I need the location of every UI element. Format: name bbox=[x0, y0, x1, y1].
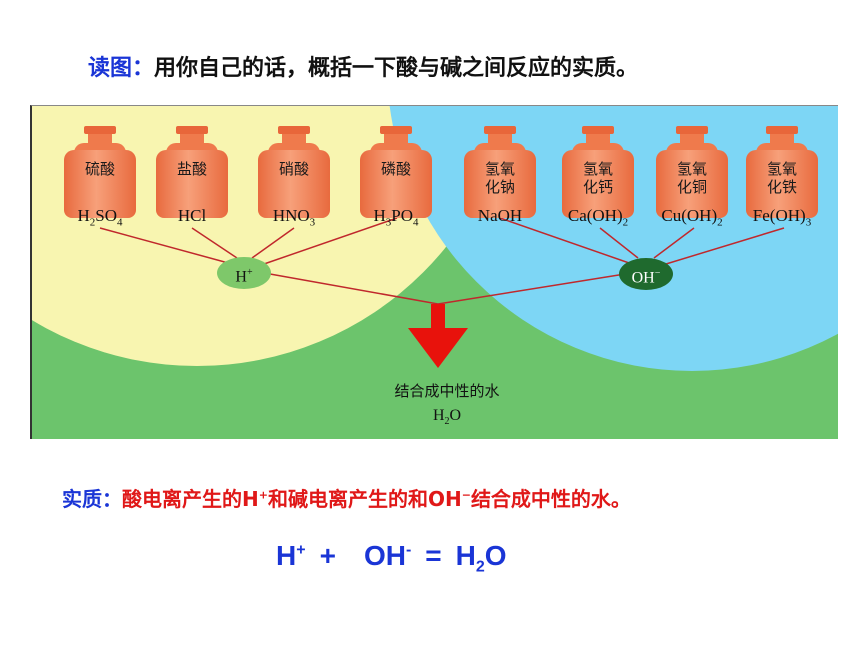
line-caoh2 bbox=[599, 227, 639, 259]
jar-iron-hydroxide: 氢氧化铁 Fe(OH)3 bbox=[744, 126, 820, 228]
jar-copper-hydroxide: 氢氧化铜 Cu(OH)2 bbox=[654, 126, 730, 228]
line-h-to-center bbox=[269, 273, 439, 305]
jar-formula: H2SO4 bbox=[77, 206, 123, 229]
jar-calcium-hydroxide: 氢氧化钙 Ca(OH)2 bbox=[560, 126, 636, 228]
line-oh-to-center bbox=[437, 273, 626, 305]
prompt-text: 用你自己的话，概括一下酸与碱之间反应的实质。 bbox=[154, 56, 639, 81]
jar-formula: Ca(OH)2 bbox=[567, 206, 629, 229]
jar-name: 氢氧化铁 bbox=[766, 160, 797, 196]
jar-formula: NaOH bbox=[477, 206, 523, 225]
jar-name: 磷酸 bbox=[380, 160, 411, 178]
line-naoh bbox=[499, 217, 633, 265]
result-text: 结合成中性的水 bbox=[394, 382, 500, 400]
essence-statement: 实质：酸电离产生的H+和碱电离产生的和OH−结合成中性的水。 bbox=[62, 487, 631, 511]
essence-lead: 实质： bbox=[62, 487, 122, 511]
jar-hydrochloric-acid: 盐酸 HCl bbox=[154, 126, 230, 226]
jar-sulfuric-acid: 硫酸 H2SO4 bbox=[62, 126, 138, 228]
reaction-diagram: 硫酸 H2SO4 盐酸 HCl 硝酸 HNO3 磷酸 H3PO4 氢氧化钠 Na… bbox=[30, 105, 838, 439]
prompt-question: 读图：用你自己的话，概括一下酸与碱之间反应的实质。 bbox=[88, 50, 638, 82]
connector-lines bbox=[99, 217, 785, 305]
h-ion-label: H+ bbox=[235, 267, 253, 286]
down-arrow bbox=[408, 304, 468, 368]
oh-ion-label: OH− bbox=[631, 268, 661, 287]
jar-formula: Fe(OH)3 bbox=[752, 206, 812, 229]
jar-name: 氢氧化铜 bbox=[676, 160, 707, 196]
jar-name: 氢氧化钙 bbox=[582, 160, 613, 196]
oh-ion-oval bbox=[619, 258, 673, 290]
neutralization-equation: H++OH-=H2O bbox=[276, 540, 507, 576]
jar-name: 硫酸 bbox=[84, 160, 115, 178]
result-formula: H2O bbox=[432, 407, 462, 428]
jar-formula: H3PO4 bbox=[373, 206, 419, 229]
line-h2so4 bbox=[99, 227, 233, 265]
jar-name: 硝酸 bbox=[278, 160, 309, 178]
jar-formula: Cu(OH)2 bbox=[661, 206, 723, 229]
result-water: 结合成中性的水 H2O bbox=[362, 380, 532, 427]
jar-formula: HNO3 bbox=[272, 206, 316, 229]
line-cuoh2 bbox=[653, 227, 695, 259]
jar-nitric-acid: 硝酸 HNO3 bbox=[256, 126, 332, 228]
jar-formula: HCl bbox=[177, 206, 207, 225]
jar-sodium-hydroxide: 氢氧化钠 NaOH bbox=[462, 126, 538, 226]
h-ion-oval bbox=[217, 257, 271, 289]
prompt-lead: 读图： bbox=[88, 56, 155, 81]
line-feoh3 bbox=[665, 227, 785, 265]
jar-name: 氢氧化钠 bbox=[484, 160, 515, 196]
jar-phosphoric-acid: 磷酸 H3PO4 bbox=[358, 126, 434, 228]
line-hcl bbox=[191, 227, 238, 259]
line-h3po4 bbox=[263, 217, 398, 265]
line-hno3 bbox=[251, 227, 295, 259]
jar-name: 盐酸 bbox=[176, 160, 207, 178]
